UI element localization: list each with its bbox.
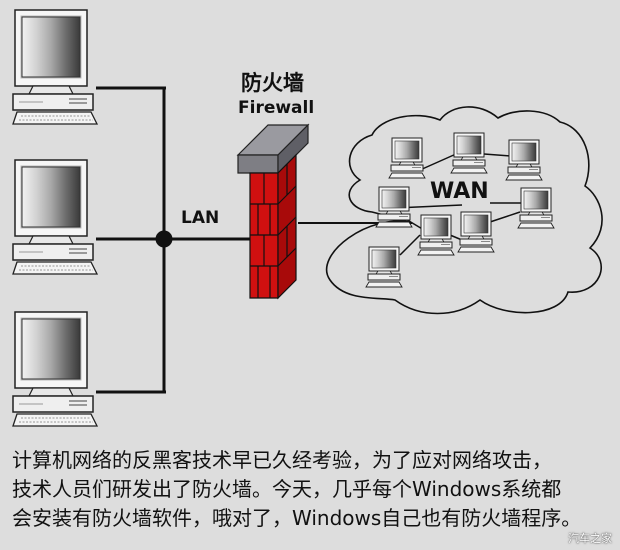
wan-computer-1-icon [388, 137, 426, 179]
wan-label: WAN [430, 179, 489, 204]
wan-computer-2-icon [450, 132, 488, 174]
caption-line-2: 技术人员们研发出了防火墙。今天，几乎每个Windows系统都 [12, 477, 562, 501]
firewall-label-cn: 防火墙 [241, 71, 304, 95]
lan-junction-node [155, 230, 173, 248]
caption-paragraph: 计算机网络的反黑客技术早已久经考验，为了应对网络攻击， 技术人员们研发出了防火墙… [12, 446, 616, 533]
wan-computer-7-icon [457, 211, 495, 253]
caption-line-1: 计算机网络的反黑客技术早已久经考验，为了应对网络攻击， [12, 448, 552, 472]
lan-bus-lines [96, 86, 250, 394]
lan-computer-bottom-icon [12, 311, 98, 427]
wan-computer-3-icon [505, 139, 543, 181]
wan-computer-6-icon [417, 214, 455, 256]
wan-cloud-outline [325, 106, 603, 315]
caption-line-3: 会安装有防火墙软件，哦对了，Windows自己也有防火墙程序。 [12, 506, 582, 530]
wan-computer-5-icon [517, 187, 555, 229]
lan-label: LAN [181, 208, 219, 228]
lan-computer-top-icon [12, 9, 98, 125]
watermark: 汽车之家 [568, 532, 612, 545]
firewall-label-en: Firewall [238, 98, 314, 118]
firewall-wall-icon [236, 123, 310, 300]
lan-computer-middle-icon [12, 159, 98, 275]
wan-computer-8-icon [365, 246, 403, 288]
firewall-network-diagram: LAN 防火墙 Firewall [12, 9, 603, 427]
